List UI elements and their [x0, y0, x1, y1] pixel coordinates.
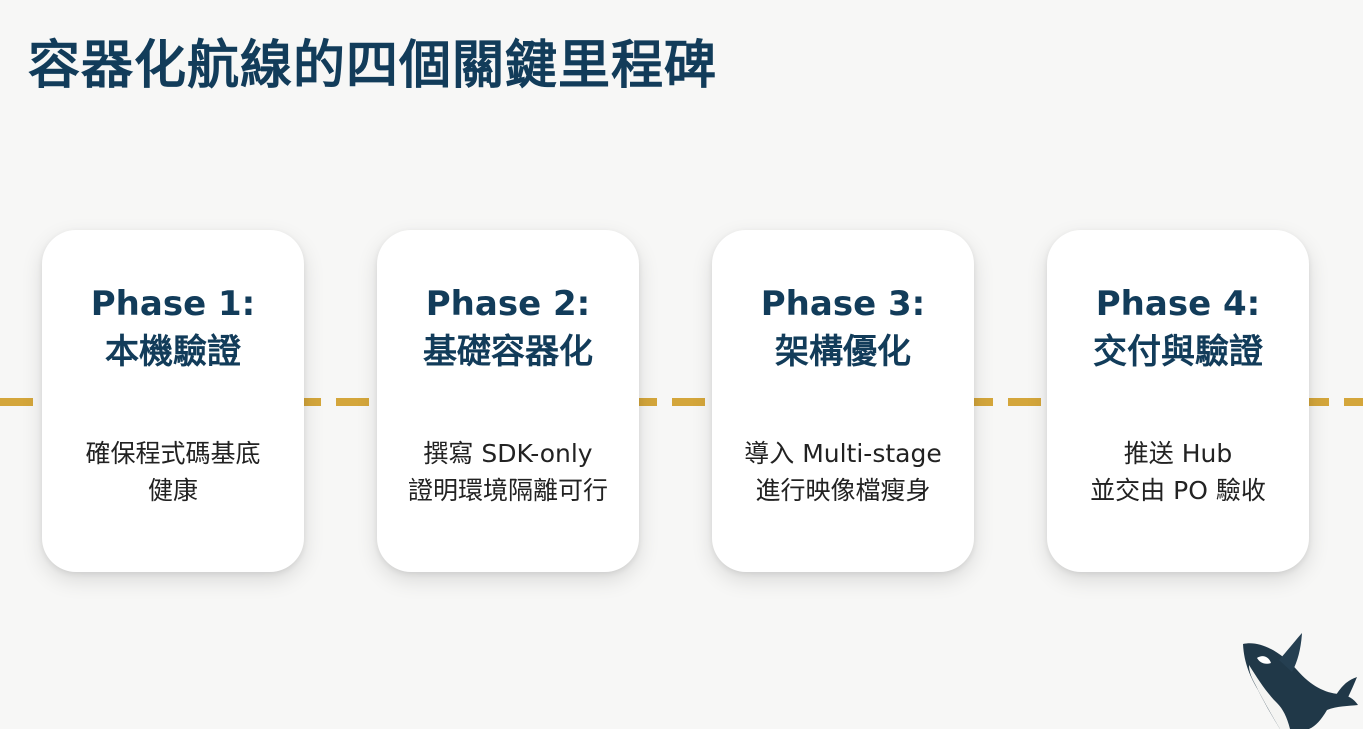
phase-name: 本機驗證: [105, 332, 241, 372]
phase-description-line: 並交由 PO 驗收: [1090, 476, 1266, 505]
phase-label: Phase 2:: [425, 284, 591, 324]
phase-label: Phase 3:: [760, 284, 926, 324]
phase-card-1: Phase 1: 本機驗證 確保程式碼基底 健康: [42, 230, 304, 572]
phase-name: 基礎容器化: [423, 332, 593, 372]
phase-description-line: 撰寫 SDK-only: [423, 439, 593, 468]
page-title: 容器化航線的四個關鍵里程碑: [28, 36, 718, 96]
phase-label: Phase 4:: [1095, 284, 1261, 324]
orca-eye-patch: [1257, 656, 1271, 664]
phase-description: 撰寫 SDK-only 證明環境隔離可行: [377, 435, 639, 509]
orca-belly: [1249, 665, 1290, 729]
orca-whale-icon: [1243, 633, 1358, 729]
orca-tail: [1336, 677, 1357, 702]
phase-heading: Phase 4: 交付與驗證: [1047, 280, 1309, 376]
phase-description-line: 確保程式碼基底: [85, 439, 261, 468]
phase-description-line: 進行映像檔瘦身: [755, 476, 931, 505]
phase-label: Phase 1:: [90, 284, 256, 324]
phase-description: 導入 Multi-stage 進行映像檔瘦身: [712, 435, 974, 509]
phase-heading: Phase 1: 本機驗證: [42, 280, 304, 376]
phase-name: 交付與驗證: [1093, 332, 1263, 372]
timeline-dashed-line: [0, 398, 1363, 406]
orca-fin: [1279, 633, 1302, 672]
phase-card-3: Phase 3: 架構優化 導入 Multi-stage 進行映像檔瘦身: [712, 230, 974, 572]
phase-description: 推送 Hub 並交由 PO 驗收: [1047, 435, 1309, 509]
phase-description-line: 證明環境隔離可行: [407, 476, 608, 505]
phase-name: 架構優化: [775, 332, 911, 372]
phase-description-line: 健康: [147, 476, 198, 505]
phase-card-2: Phase 2: 基礎容器化 撰寫 SDK-only 證明環境隔離可行: [377, 230, 639, 572]
phase-description: 確保程式碼基底 健康: [42, 435, 304, 509]
phase-heading: Phase 3: 架構優化: [712, 280, 974, 376]
phase-card-4: Phase 4: 交付與驗證 推送 Hub 並交由 PO 驗收: [1047, 230, 1309, 572]
phase-description-line: 導入 Multi-stage: [744, 439, 942, 468]
phase-description-line: 推送 Hub: [1123, 439, 1233, 468]
phase-heading: Phase 2: 基礎容器化: [377, 280, 639, 376]
